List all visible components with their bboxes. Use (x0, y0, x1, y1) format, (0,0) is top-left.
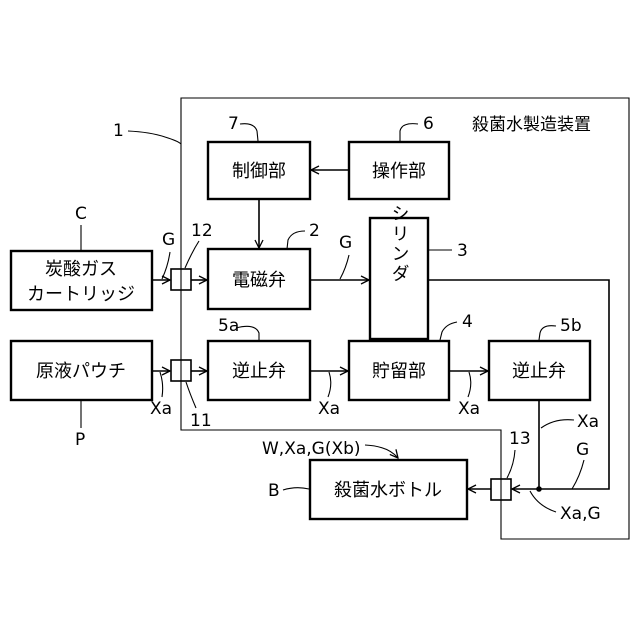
ref-5a-leader (236, 326, 259, 340)
ref-7-leader (240, 124, 258, 141)
ref-11-leader (186, 382, 196, 408)
flow-g-solenoid: G (339, 233, 352, 253)
control-unit-label: 制御部 (232, 161, 286, 182)
ref-13-leader (507, 450, 515, 478)
check-valve-a-label: 逆止弁 (232, 361, 286, 382)
co2-cartridge-label-1: 炭酸ガス (45, 259, 117, 280)
ref-4-leader (440, 322, 457, 340)
ref-5b-leader (539, 326, 556, 340)
ref-6: 6 (423, 114, 434, 134)
ref-2-leader (287, 231, 305, 249)
pouch-label: 原液パウチ (36, 361, 126, 382)
ref-4: 4 (462, 312, 473, 332)
operation-unit-label: 操作部 (372, 161, 426, 182)
ref-12-leader (185, 241, 199, 268)
ref-2: 2 (309, 221, 320, 241)
flow-g-right-leader (572, 460, 584, 489)
flow-xa-pouch: Xa (150, 399, 172, 419)
ref-13: 13 (509, 429, 531, 449)
flow-xag: Xa,G (560, 504, 601, 524)
flow-g-in-leader (162, 252, 170, 279)
storage-label: 貯留部 (372, 361, 426, 382)
flow-g-in: G (162, 230, 175, 250)
bottle-contents-arrow (365, 445, 398, 458)
check-valve-b-label: 逆止弁 (512, 361, 566, 382)
flow-g-solenoid-leader (340, 255, 349, 279)
flow-xag-leader (530, 491, 556, 512)
flow-xa-storage: Xa (458, 399, 480, 419)
flow-xa-storage-leader (468, 372, 471, 397)
solenoid-valve-label: 電磁弁 (232, 270, 286, 291)
ref-7: 7 (228, 114, 239, 134)
ref-5b: 5b (560, 316, 582, 336)
ref-B-leader (283, 488, 309, 490)
flow-xa-check-leader (328, 372, 331, 397)
ref-3: 3 (457, 241, 468, 261)
co2-cartridge-label-2: カートリッジ (27, 284, 135, 305)
ref-5a: 5a (218, 316, 239, 336)
ref-1-leader (128, 131, 181, 144)
flow-xa-check: Xa (318, 399, 340, 419)
device-title: 殺菌水製造装置 (472, 115, 591, 135)
flow-xa-right: Xa (577, 412, 599, 432)
ref-B: B (268, 481, 280, 501)
flow-xa-pouch-leader (160, 372, 163, 397)
ref-11: 11 (190, 411, 212, 431)
ref-P: P (75, 430, 85, 450)
bottle-label: 殺菌水ボトル (334, 480, 442, 501)
ref-C: C (75, 204, 87, 224)
flow-xa-right-leader (541, 420, 574, 428)
ref-6-leader (400, 124, 418, 141)
ref-1: 1 (113, 121, 124, 141)
flow-g-right: G (576, 440, 589, 460)
bottle-contents-label: W,Xa,G(Xb) (262, 439, 361, 459)
cylinder-label: シリンダ (389, 204, 410, 284)
ref-12: 12 (191, 221, 213, 241)
